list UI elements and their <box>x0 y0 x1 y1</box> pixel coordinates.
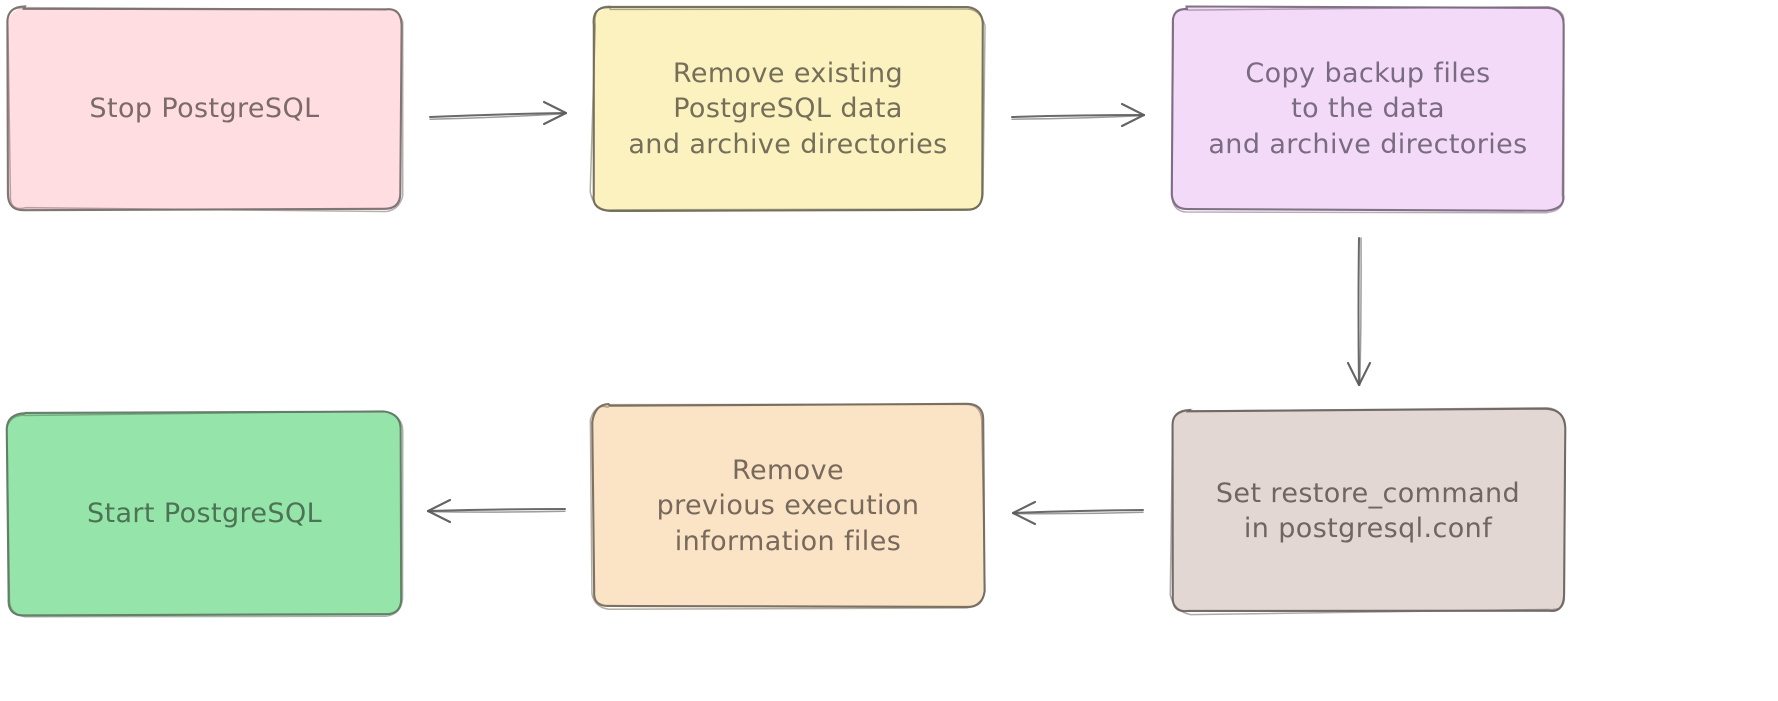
node-stop-postgresql[interactable]: Stop PostgreSQL <box>6 5 404 213</box>
node-label-stop-postgresql: Stop PostgreSQL <box>89 93 320 125</box>
node-remove-previous-execution-info[interactable]: Remove previous execution information fi… <box>589 402 986 610</box>
node-label-set-restore-command: Set restore_command in postgresql.conf <box>1215 477 1521 544</box>
node-start-postgresql[interactable]: Start PostgreSQL <box>5 410 404 618</box>
node-copy-backup-files[interactable]: Copy backup files to the data and archiv… <box>1170 5 1565 214</box>
node-label-remove-previous-execution-info: Remove previous execution information fi… <box>656 455 920 557</box>
node-label-remove-existing-data: Remove existing PostgreSQL data and arch… <box>628 58 948 160</box>
node-remove-existing-data[interactable]: Remove existing PostgreSQL data and arch… <box>589 5 986 213</box>
node-label-start-postgresql: Start PostgreSQL <box>86 498 323 530</box>
node-set-restore-command[interactable]: Set restore_command in postgresql.conf <box>1169 407 1567 616</box>
node-label-copy-backup-files: Copy backup files to the data and archiv… <box>1208 58 1528 160</box>
